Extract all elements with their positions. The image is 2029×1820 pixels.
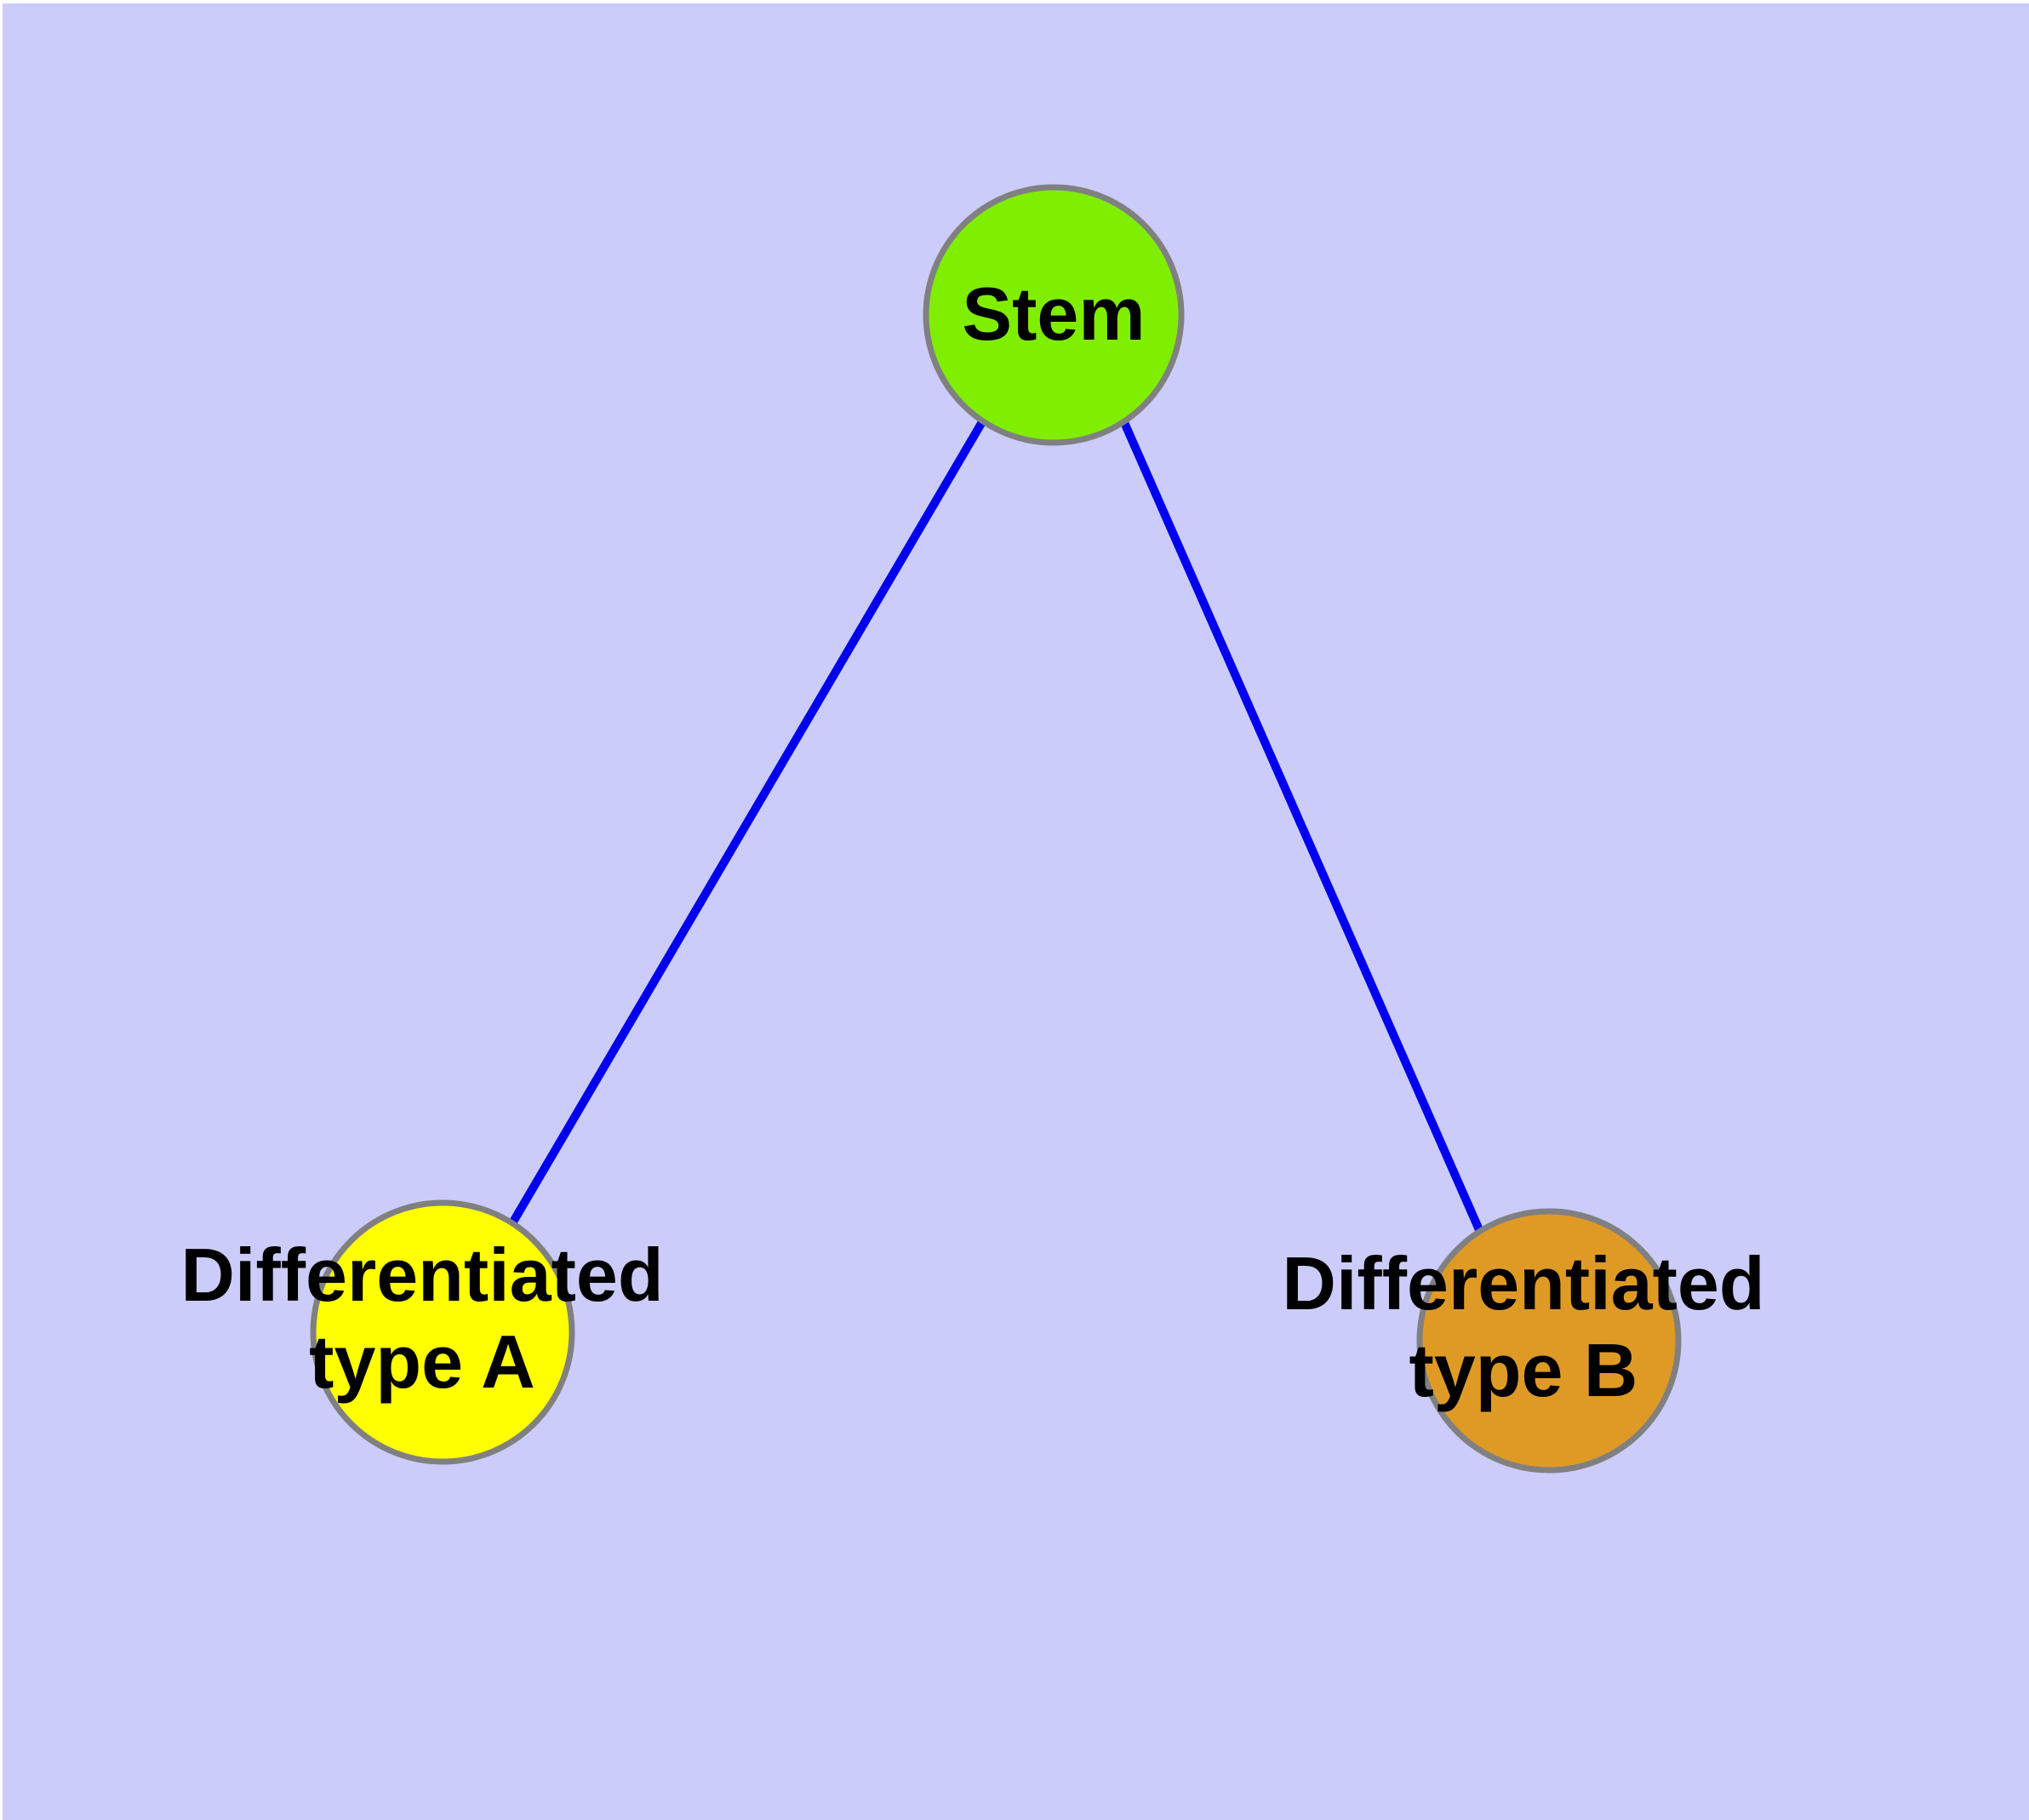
nodes-group xyxy=(310,184,1682,1474)
edge-stem-to-diff-b[interactable] xyxy=(1119,418,1484,1234)
node-diff-a[interactable] xyxy=(310,1199,575,1465)
node-stem[interactable] xyxy=(923,184,1185,446)
node-diff-b[interactable] xyxy=(1416,1208,1682,1474)
node-stem-circle[interactable] xyxy=(923,184,1185,446)
node-diff-b-circle[interactable] xyxy=(1416,1208,1682,1474)
node-stem-label: Stem xyxy=(962,272,1145,356)
node-diff-a-circle[interactable] xyxy=(310,1199,575,1465)
edges-group xyxy=(508,418,1484,1234)
edge-stem-to-diff-a[interactable] xyxy=(508,418,987,1226)
